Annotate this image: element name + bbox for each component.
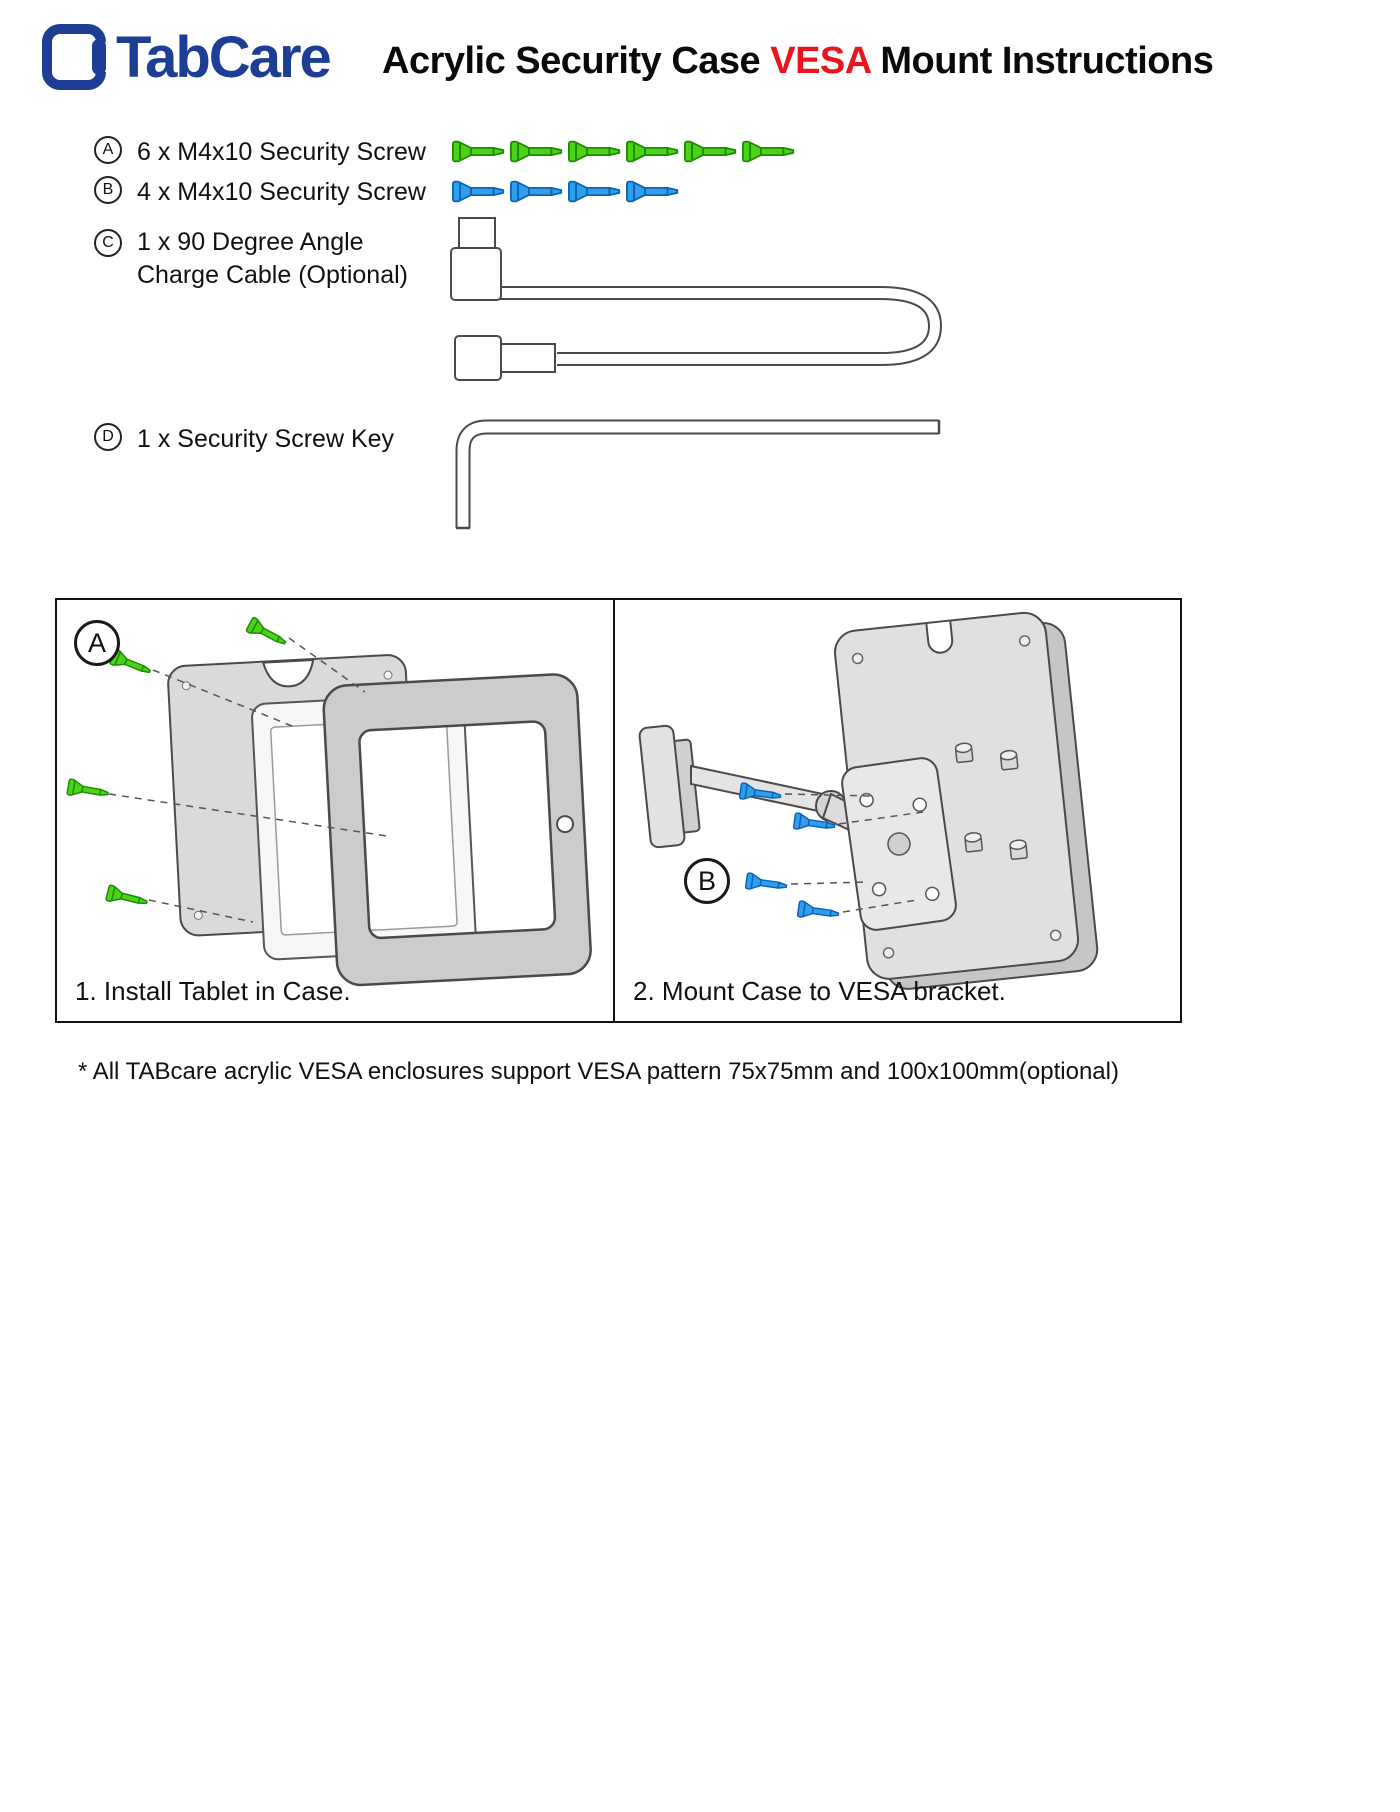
acrylic-case-exploded xyxy=(167,654,592,987)
vesa-plate xyxy=(841,757,957,931)
screw-icon xyxy=(745,872,788,895)
usb-plug-body xyxy=(454,335,502,381)
step1-caption: 1. Install Tablet in Case. xyxy=(75,976,351,1006)
step2-badge: B xyxy=(684,858,730,904)
title-post: Mount Instructions xyxy=(870,40,1214,82)
part-label-b: 4 x M4x10 Security Screw xyxy=(137,178,426,206)
part-label-d: 1 x Security Screw Key xyxy=(137,425,395,453)
title-highlight: VESA xyxy=(770,40,871,82)
screw-icon xyxy=(742,141,794,161)
screw-icon xyxy=(66,778,110,802)
step1-badge: A xyxy=(74,620,120,666)
security-key-illustration xyxy=(455,419,941,530)
vesa-footnote: * All TABcare acrylic VESA enclosures su… xyxy=(78,1058,1119,1085)
screw-icon xyxy=(684,141,736,161)
screw-icon xyxy=(626,141,678,161)
part-badge-b: B xyxy=(94,176,122,204)
tabcare-logo-icon xyxy=(42,24,108,90)
part-badge-c: C xyxy=(94,229,122,257)
standoff-posts xyxy=(954,742,1028,861)
screw-icon xyxy=(797,900,840,923)
usb-plug-metal xyxy=(500,343,556,373)
charge-cable-illustration xyxy=(450,217,943,381)
part-label-a: 6 x M4x10 Security Screw xyxy=(137,138,426,166)
part-badge-a: A xyxy=(94,136,122,164)
screw-icon xyxy=(452,181,504,201)
screw-icon xyxy=(245,616,289,650)
panel-divider xyxy=(613,600,615,1021)
screw-leader-lines xyxy=(108,637,388,923)
screw-icon xyxy=(105,884,149,910)
steps-panel: A B 1. Install Tablet in Case. 2. Mount … xyxy=(55,598,1182,1023)
screw-icon xyxy=(568,181,620,201)
page-title: Acrylic Security Case VESA Mount Instruc… xyxy=(382,40,1214,83)
step1-illustration xyxy=(66,616,592,987)
step2-caption: 2. Mount Case to VESA bracket. xyxy=(633,976,1006,1006)
title-pre: Acrylic Security Case xyxy=(382,40,771,82)
part-label-c: 1 x 90 Degree Angle Charge Cable (Option… xyxy=(137,228,408,289)
screw-icon xyxy=(626,181,678,201)
screw-row-b xyxy=(452,178,680,204)
brand-name: TabCare xyxy=(116,24,332,90)
part-badge-d: D xyxy=(94,423,122,451)
vesa-arm xyxy=(638,724,877,849)
screw-leader-lines xyxy=(784,793,924,913)
screw-row-a xyxy=(452,138,796,164)
screw-icon xyxy=(568,141,620,161)
angle-connector-body xyxy=(450,247,502,301)
screw-icon xyxy=(510,181,562,201)
screw-icon xyxy=(452,141,504,161)
angle-connector-cap xyxy=(458,217,496,249)
step2-illustration xyxy=(638,611,1099,990)
screw-icon xyxy=(510,141,562,161)
